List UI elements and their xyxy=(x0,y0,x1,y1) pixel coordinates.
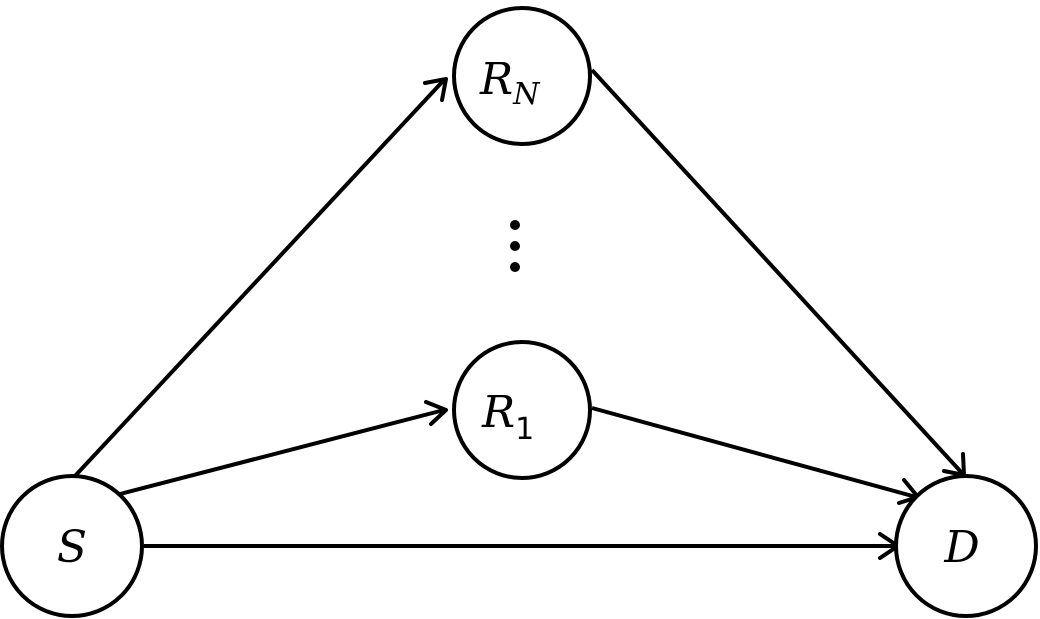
edge-rn-to-d xyxy=(590,68,964,475)
node-relay-n-letter: R xyxy=(479,54,513,105)
edge-s-to-r1 xyxy=(119,408,445,496)
node-relay-n: RN xyxy=(452,6,592,146)
node-relay-n-circle xyxy=(452,6,592,146)
node-source: S xyxy=(0,474,144,618)
node-source-circle xyxy=(0,474,144,618)
ellipsis-dot-middle xyxy=(510,241,520,251)
arrowhead-s-to-r1 xyxy=(424,400,448,426)
arrowhead-s-to-rn xyxy=(423,77,448,102)
node-destination: D xyxy=(894,474,1038,618)
node-relay-n-label: RN xyxy=(479,54,541,112)
node-destination-label: D xyxy=(943,522,979,573)
node-relay-1-label: R1 xyxy=(481,387,534,447)
node-relay-1-letter: R xyxy=(481,387,515,438)
node-relay-1: R1 xyxy=(452,340,592,480)
ellipsis-dot-top xyxy=(510,220,520,230)
node-relay-n-subscript: N xyxy=(512,77,541,112)
node-destination-circle xyxy=(894,474,1038,618)
edge-s-to-rn xyxy=(73,78,446,478)
edges xyxy=(73,68,966,560)
edge-r1-to-d xyxy=(591,406,917,499)
vertical-ellipsis xyxy=(510,220,520,272)
node-source-label: S xyxy=(57,522,87,573)
ellipsis-dot-bottom xyxy=(510,262,520,272)
node-relay-1-circle xyxy=(452,340,592,480)
node-relay-1-subscript: 1 xyxy=(515,412,534,447)
